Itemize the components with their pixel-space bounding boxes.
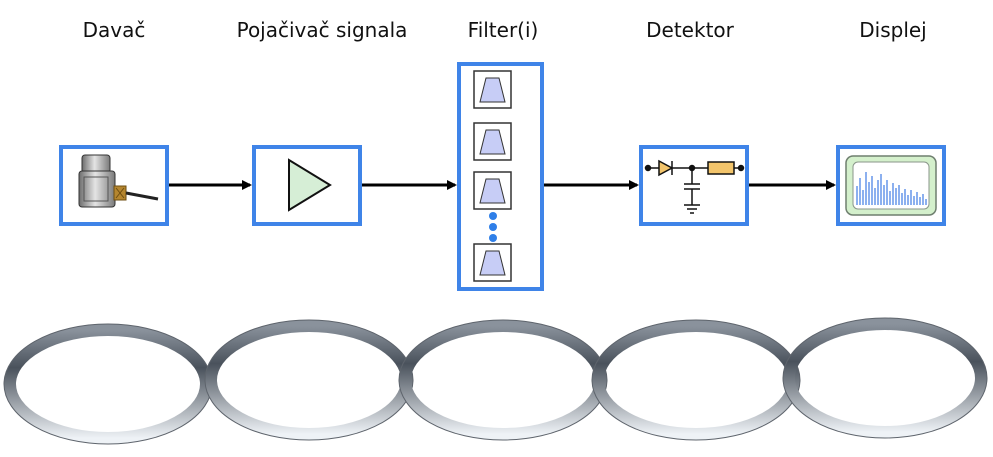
chain-ring-4	[591, 319, 801, 441]
chain-ring-5	[782, 317, 988, 439]
detector-block	[639, 145, 749, 226]
bandpass-filter-icon	[473, 70, 512, 282]
chain-rings	[3, 317, 988, 445]
stage-title-filters: Filter(i)	[467, 18, 539, 42]
stage-title-detector: Detektor	[646, 18, 734, 42]
filter-ellipsis-dots	[489, 212, 497, 242]
amplifier-triangle-icon	[288, 158, 332, 212]
spectrum-bars	[856, 172, 927, 205]
stage-title-amplifier: Pojačivač signala	[236, 18, 408, 42]
chain-ring-2	[204, 319, 414, 441]
chain-ring-3	[398, 319, 608, 441]
sensor-icon	[78, 154, 159, 208]
chain-ring-1	[3, 323, 213, 445]
stage-title-display: Displej	[859, 18, 927, 42]
detector-circuit-icon	[644, 159, 745, 214]
stage-title-sensor: Davač	[82, 18, 146, 42]
spectrum-display-icon	[845, 155, 937, 216]
